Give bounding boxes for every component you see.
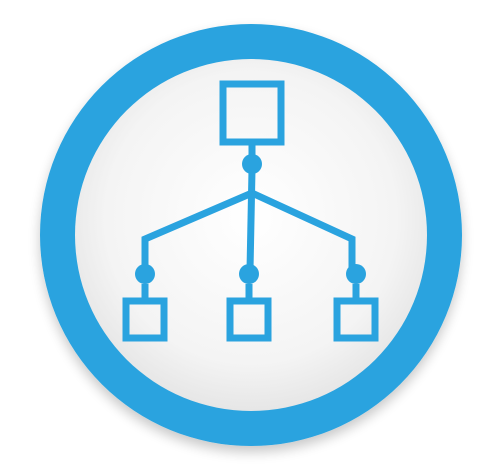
child-node-box-right: [333, 297, 379, 342]
child-node-box-center: [226, 297, 272, 342]
hierarchy-tree: [122, 80, 379, 342]
branch-center: [246, 169, 256, 271]
branch-left: [141, 189, 254, 270]
child-dot-right: [346, 264, 366, 284]
child-dot-left: [135, 264, 155, 284]
child-node-box-left: [122, 297, 168, 342]
child-dot-center: [239, 264, 259, 284]
junction-dot: [242, 154, 262, 174]
branch-right: [250, 189, 356, 270]
